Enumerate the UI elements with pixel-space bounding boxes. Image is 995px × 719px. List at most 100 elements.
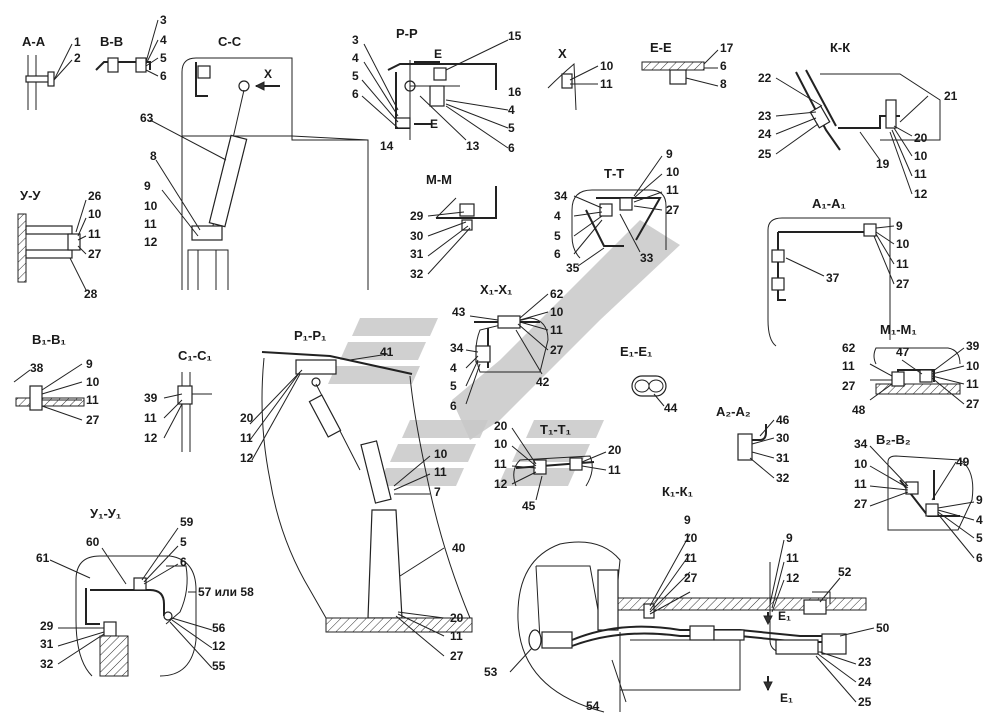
part-callout-label: 10 bbox=[434, 447, 448, 461]
part-callout-label: 47 bbox=[896, 345, 910, 359]
view-title: Х₁-Х₁ bbox=[480, 282, 512, 297]
part-callout-label: 11 bbox=[86, 393, 99, 407]
part-callout-label: 45 bbox=[522, 499, 536, 513]
part-callout-label: 27 bbox=[550, 343, 564, 357]
view-x1-x1: Х₁-Х₁ 43 62 10 11 27 34 4 5 6 42 bbox=[450, 282, 564, 413]
part-callout-label: 9 bbox=[86, 357, 93, 371]
part-callout-label: 6 bbox=[160, 69, 167, 83]
view-b-b: В-В 3 4 5 6 bbox=[95, 13, 167, 83]
part-callout-label: 10 bbox=[854, 457, 868, 471]
part-callout-label: 62 bbox=[550, 287, 564, 301]
part-callout-label: 27 bbox=[966, 397, 980, 411]
part-callout-label: 10 bbox=[666, 165, 680, 179]
view-title: С-С bbox=[218, 34, 242, 49]
part-callout-label: 27 bbox=[666, 203, 680, 217]
view-title: К₁-К₁ bbox=[662, 484, 693, 499]
part-callout-label: E bbox=[430, 117, 438, 131]
part-callout-label: 25 bbox=[758, 147, 772, 161]
part-callout-label: 11 bbox=[88, 227, 101, 241]
view-p1-p1: Р₁-Р₁ 41 20 11 12 10 11 7 40 20 11 27 bbox=[240, 328, 473, 663]
part-callout-label: 10 bbox=[86, 375, 100, 389]
view-title: У₁-У₁ bbox=[90, 506, 121, 521]
part-callout-label: 41 bbox=[380, 345, 394, 359]
part-callout-label: 54 bbox=[586, 699, 600, 713]
part-callout-label: 11 bbox=[450, 629, 463, 643]
part-callout-label: 61 bbox=[36, 551, 50, 565]
part-callout-label: 59 bbox=[180, 515, 194, 529]
part-callout-label: 20 bbox=[608, 443, 622, 457]
part-callout-label: 5 bbox=[160, 51, 167, 65]
part-callout-label: 32 bbox=[776, 471, 790, 485]
part-callout-label: X bbox=[264, 67, 272, 81]
part-callout-label: E₁ bbox=[780, 691, 793, 705]
part-callout-label: 10 bbox=[914, 149, 928, 163]
part-callout-label: 11 bbox=[144, 217, 157, 231]
view-a1-a1: А₁-А₁ 9 10 11 27 37 bbox=[767, 196, 910, 347]
part-callout-label: 27 bbox=[86, 413, 100, 427]
part-callout-label: 34 bbox=[554, 189, 568, 203]
part-callout-label: 32 bbox=[410, 267, 424, 281]
part-callout-label: 46 bbox=[776, 413, 790, 427]
view-u-u: У-У 26 10 11 27 28 bbox=[17, 188, 102, 301]
part-callout-label: 42 bbox=[536, 375, 550, 389]
part-callout-label: 10 bbox=[600, 59, 614, 73]
part-callout-label: 29 bbox=[40, 619, 54, 633]
part-callout-label: 27 bbox=[842, 379, 856, 393]
part-callout-label: 8 bbox=[720, 77, 727, 91]
part-callout-label: 50 bbox=[876, 621, 890, 635]
view-title: В₂-В₂ bbox=[876, 432, 911, 447]
view-title: Т-Т bbox=[604, 166, 624, 181]
part-callout-label: 9 bbox=[786, 531, 793, 545]
part-callout-label: 11 bbox=[854, 477, 867, 491]
part-callout-label: 27 bbox=[88, 247, 102, 261]
part-callout-label: 11 bbox=[608, 463, 621, 477]
part-callout-label: 5 bbox=[554, 229, 561, 243]
part-callout-label: 34 bbox=[450, 341, 464, 355]
part-callout-label: 39 bbox=[966, 339, 980, 353]
part-callout-label: 11 bbox=[914, 167, 927, 181]
view-title: В-В bbox=[100, 34, 123, 49]
part-callout-label: 14 bbox=[380, 139, 394, 153]
part-callout-label: 38 bbox=[30, 361, 44, 375]
view-c1-c1: С₁-С₁ 39 11 12 bbox=[144, 348, 212, 452]
view-title: А-А bbox=[22, 34, 46, 49]
part-callout-label: 48 bbox=[852, 403, 866, 417]
part-callout-label: 5 bbox=[352, 69, 359, 83]
part-callout-label: 4 bbox=[352, 51, 359, 65]
part-callout-label: 23 bbox=[858, 655, 872, 669]
part-callout-label: 31 bbox=[776, 451, 790, 465]
part-callout-label: 53 bbox=[484, 665, 498, 679]
part-callout-label: 20 bbox=[494, 419, 508, 433]
part-callout-label: E₁ bbox=[778, 609, 791, 623]
view-title: А₂-А₂ bbox=[716, 404, 751, 419]
view-e-e: Е-Е 17 6 8 bbox=[641, 40, 734, 91]
part-callout-label: 4 bbox=[450, 361, 457, 375]
view-a2-a2: А₂-А₂ 46 30 31 32 bbox=[716, 404, 790, 485]
part-callout-label: 11 bbox=[666, 183, 679, 197]
part-callout-label: 9 bbox=[896, 219, 903, 233]
part-callout-label: 12 bbox=[240, 451, 254, 465]
part-callout-label: 21 bbox=[944, 89, 958, 103]
part-callout-label: 9 bbox=[666, 147, 673, 161]
part-callout-label: 10 bbox=[966, 359, 980, 373]
part-callout-label: 6 bbox=[976, 551, 983, 565]
part-callout-label: 60 bbox=[86, 535, 100, 549]
part-callout-label: 11 bbox=[494, 457, 507, 471]
part-callout-label: 5 bbox=[508, 121, 515, 135]
part-callout-label: 9 bbox=[976, 493, 983, 507]
view-title: В₁-В₁ bbox=[32, 332, 66, 347]
view-title: У-У bbox=[20, 188, 41, 203]
view-m-m: М-М 29 30 31 32 bbox=[410, 172, 497, 281]
part-callout-label: 11 bbox=[550, 323, 563, 337]
part-callout-label: 10 bbox=[88, 207, 102, 221]
view-title: М₁-М₁ bbox=[880, 322, 917, 337]
view-m1-m1: М₁-М₁ 62 47 39 10 11 27 11 27 48 bbox=[842, 322, 980, 417]
view-title: С₁-С₁ bbox=[178, 348, 212, 363]
part-callout-label: 62 bbox=[842, 341, 856, 355]
part-callout-label: 10 bbox=[550, 305, 564, 319]
part-callout-label: 5 bbox=[976, 531, 983, 545]
part-callout-label: 4 bbox=[508, 103, 515, 117]
part-callout-label: 20 bbox=[914, 131, 928, 145]
part-callout-label: 20 bbox=[240, 411, 254, 425]
part-callout-label: 40 bbox=[452, 541, 466, 555]
